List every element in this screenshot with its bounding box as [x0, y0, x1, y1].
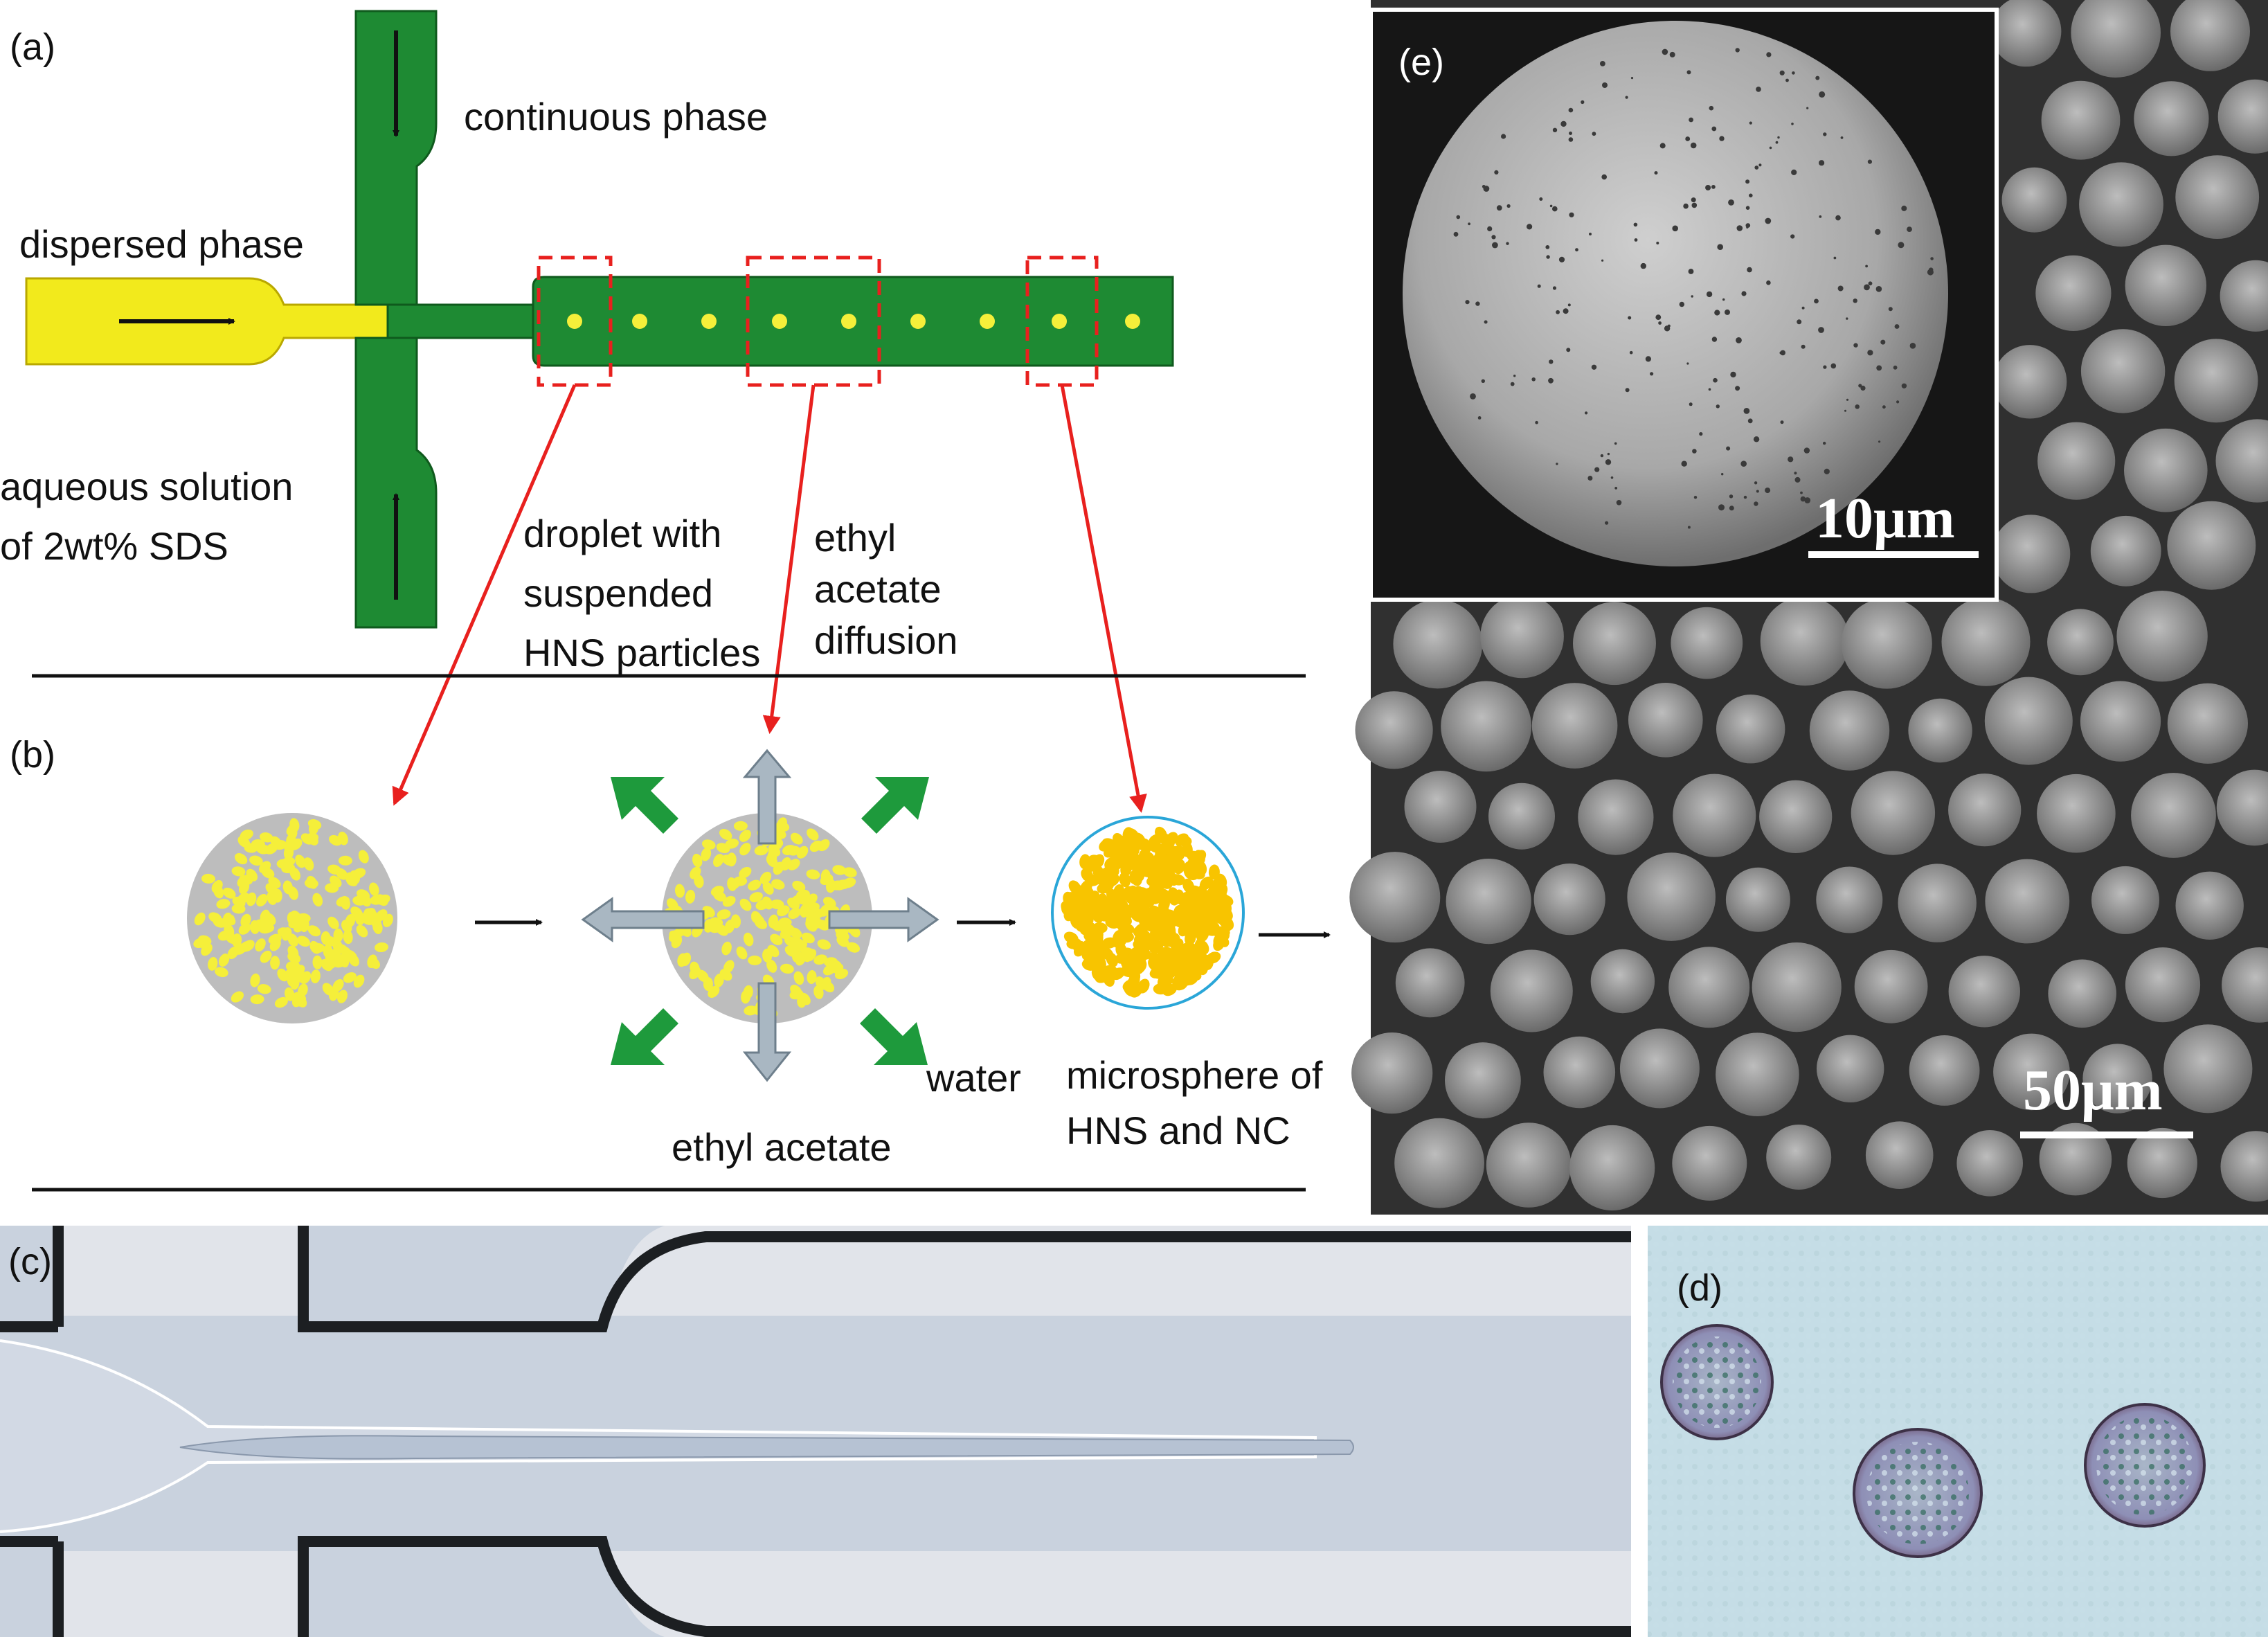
ethyl-acetate-out-arrows [581, 749, 939, 1082]
water-label: water [926, 1056, 1021, 1100]
aqueous-label-1: aqueous solution [0, 465, 293, 508]
arrow-to-microsphere [1060, 384, 1147, 813]
droplet-diffusion [581, 749, 939, 1082]
microsphere-label-2: HNS and NC [1066, 1109, 1290, 1152]
panel-a: (a) continuous phase d [0, 10, 1306, 813]
aqueous-label-2: of 2wt% SDS [0, 524, 228, 568]
water-in-arrows [611, 777, 929, 1065]
microsphere [1051, 816, 1245, 1010]
droplet-label-1: droplet with [523, 512, 721, 555]
ethyl-label-1: ethyl [814, 516, 896, 560]
scale-bar-inset-label: 10μm [1815, 486, 1955, 551]
dashed-box-2 [746, 256, 881, 387]
arrow-to-droplet [392, 384, 577, 806]
scale-bar-inset [1808, 551, 1979, 558]
dispersed-jet [0, 1339, 1317, 1533]
connector-arrows [392, 384, 1147, 813]
sem-inset-sphere [1403, 21, 1948, 566]
panel-b: (b) [10, 734, 1331, 1192]
microsphere-label-1: microsphere of [1066, 1053, 1323, 1097]
droplet-suspension [187, 813, 397, 1023]
panel-d-label: (d) [1677, 1267, 1722, 1309]
channel-droplets [567, 314, 1140, 329]
panel-e: (e) 10μm 50μm [1349, 0, 2268, 1215]
sem-microspheres [1349, 0, 2268, 1211]
continuous-phase-label: continuous phase [464, 95, 768, 138]
panel-a-label: (a) [10, 26, 55, 68]
dispersed-phase-label: dispersed phase [19, 222, 304, 266]
droplet-label-2: suspended [523, 571, 713, 615]
channel-walls [0, 1226, 1631, 1637]
droplet-label-3: HNS particles [523, 631, 760, 674]
ethyl-label-2: acetate [814, 567, 942, 611]
optical-droplet-3 [2084, 1403, 2206, 1528]
panel-d: (d) [1648, 1226, 2268, 1637]
optical-droplet-1 [1660, 1324, 1774, 1440]
arrow-to-diffusion [762, 384, 816, 734]
panel-c: (c) [0, 1226, 1631, 1637]
dispersed-phase-inlet [25, 277, 389, 366]
sem-inset-pores [1453, 48, 1934, 529]
ethyl-acetate-label: ethyl acetate [672, 1125, 892, 1169]
panel-b-label: (b) [10, 734, 55, 776]
panel-e-label: (e) [1398, 42, 1444, 83]
optical-droplet-2 [1853, 1428, 1983, 1558]
scale-bar-main-label: 50μm [2023, 1058, 2163, 1122]
panel-c-label: (c) [8, 1241, 52, 1282]
scale-bar-main [2020, 1131, 2193, 1138]
ethyl-label-3: diffusion [814, 618, 958, 662]
